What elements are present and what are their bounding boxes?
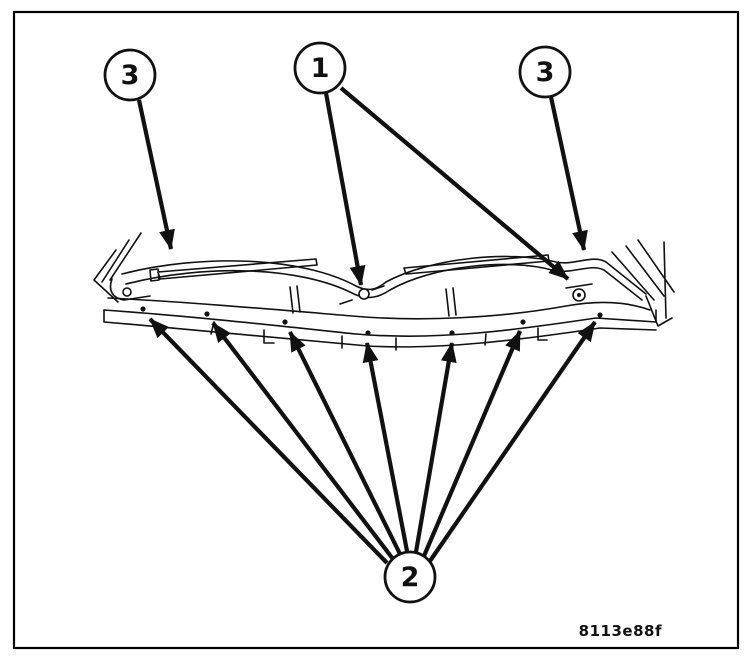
fastener-dot	[520, 319, 526, 325]
callout-3-right: 3	[518, 45, 572, 99]
arrow-2-fastener-5	[413, 342, 457, 553]
fastener-dot	[365, 330, 371, 336]
arrow-2-fastener-2	[211, 321, 395, 561]
arrow-3-left	[136, 99, 175, 250]
fastener-dot	[204, 311, 210, 317]
right-pivot-bracket	[565, 283, 593, 289]
figure-code: 8113e88f	[579, 622, 662, 640]
right-pillar-hatching	[611, 239, 675, 327]
right-pivot-center	[577, 293, 581, 297]
cowl-flange-top	[103, 309, 657, 337]
fastener-dot	[597, 312, 603, 318]
left-corner-bolt	[122, 287, 132, 297]
callout-1-label: 1	[311, 53, 330, 84]
arrow-2-fastener-1	[148, 317, 389, 565]
fastener-dots	[140, 306, 603, 336]
callout-1-circle	[293, 41, 347, 95]
arrow-3-right	[548, 96, 588, 251]
arrow-2-fastener-7	[428, 320, 597, 563]
arrow-1-right	[339, 86, 570, 281]
callouts: 3 1 3 2	[103, 41, 572, 604]
left-pillar-hatching	[93, 232, 142, 303]
callout-2-label: 2	[401, 562, 420, 593]
left-wiper-arm	[149, 258, 318, 282]
fastener-dot	[449, 330, 455, 336]
arrow-2-fastener-3	[288, 331, 402, 555]
left-corner-bracket	[109, 278, 151, 301]
fastener-dot	[140, 306, 146, 312]
callout-3-left-circle	[103, 48, 157, 102]
right-wiper-arm	[403, 254, 550, 275]
callout-1-top: 1	[293, 41, 347, 95]
arrow-2-fastener-6	[422, 330, 522, 557]
cowl-mid-line	[107, 297, 651, 320]
flange-clip-marks	[210, 321, 548, 351]
callout-3-right-circle	[518, 45, 572, 99]
arrow-1-center	[323, 92, 366, 286]
center-pivot	[358, 288, 370, 300]
arrow-2-fastener-4	[362, 342, 410, 552]
cowl-top-edge-lower	[125, 263, 643, 301]
leader-arrows	[136, 86, 597, 565]
callout-3-left: 3	[103, 48, 157, 102]
figure-border	[12, 10, 740, 650]
center-pivot-links	[339, 285, 385, 305]
cowl-flange-bottom	[103, 309, 657, 348]
fastener-dot	[282, 319, 288, 325]
callout-2-circle	[383, 550, 437, 604]
right-divider-bracket	[445, 287, 457, 317]
callout-3-left-label: 3	[121, 60, 140, 91]
left-divider-bracket	[289, 285, 301, 314]
callout-2-bottom: 2	[383, 550, 437, 604]
callout-3-right-label: 3	[536, 57, 555, 88]
